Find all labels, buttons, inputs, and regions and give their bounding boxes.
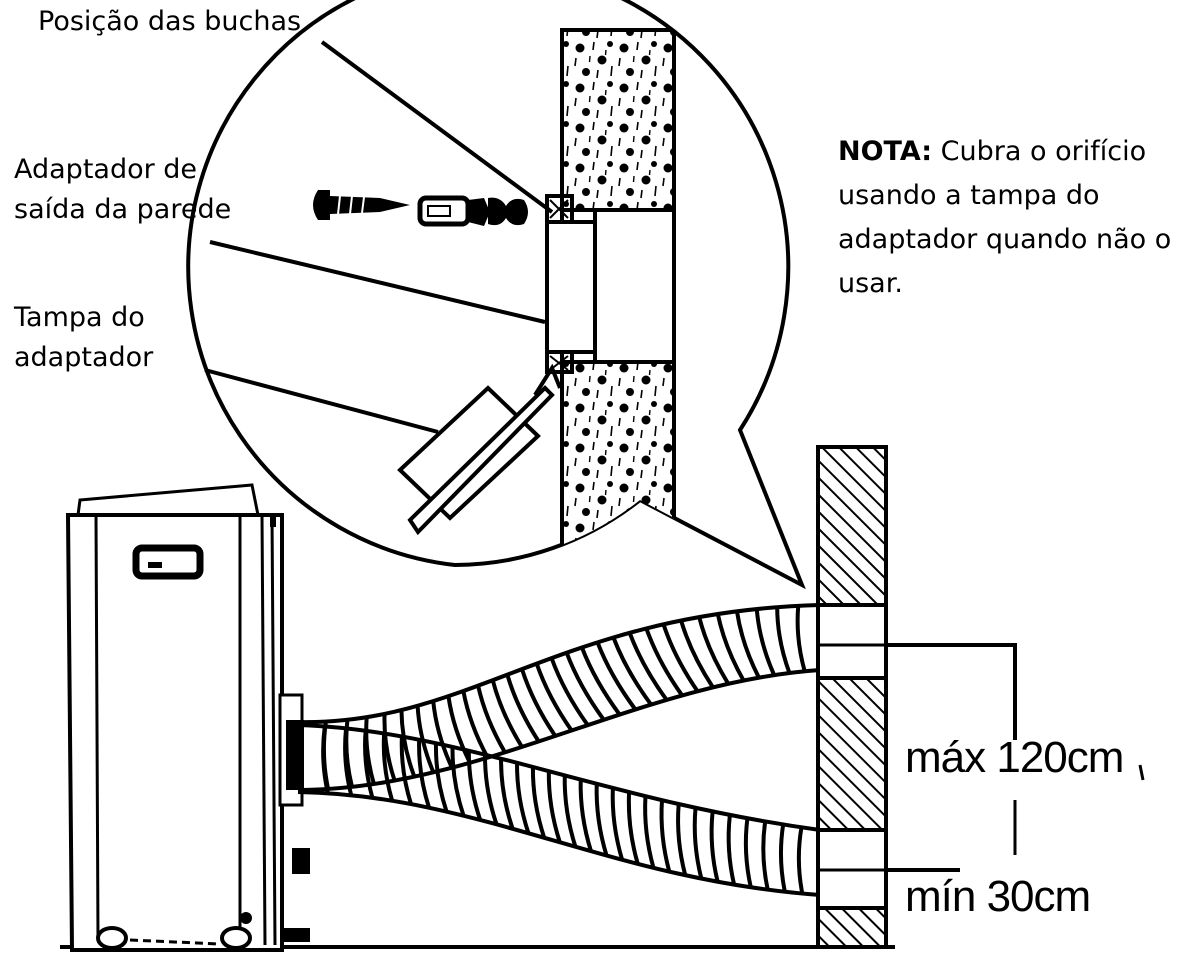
wall-opening-upper <box>816 603 888 680</box>
hose-rib <box>343 728 354 796</box>
concrete-wall-top <box>560 28 676 212</box>
hose-rib <box>450 746 466 817</box>
leader-lines <box>204 40 554 434</box>
hose-rib <box>626 792 640 865</box>
hose-rib <box>546 771 562 843</box>
label-adaptador-line2: saída da parede <box>14 194 232 225</box>
hose-rib <box>364 717 376 785</box>
hose-rib <box>433 743 449 813</box>
hose-rib <box>676 803 688 876</box>
label-tampa-line2: adaptador <box>14 342 154 373</box>
hose-rib <box>381 733 395 802</box>
hose-rib <box>363 730 375 799</box>
note-line-4: usar. <box>838 268 903 299</box>
hose-rib <box>382 713 397 782</box>
hose-rib <box>761 821 770 891</box>
hose-rib <box>709 811 720 883</box>
hose-rib <box>661 623 700 693</box>
label-tampa-line1: Tampa do <box>14 302 145 333</box>
hose-ribs <box>321 605 807 894</box>
hose-rib <box>415 705 436 774</box>
concrete-wall-bottom <box>560 360 676 584</box>
hose-rib <box>564 652 606 721</box>
hose-rib <box>490 679 524 748</box>
ac-unit <box>65 483 310 952</box>
hose-rib <box>795 605 807 672</box>
dimension-min: mín 30cm <box>905 872 1091 921</box>
hose-rib <box>644 627 684 697</box>
hose-rib <box>466 750 483 821</box>
note-block: NOTA: Cubra o orifício usando a tampa do… <box>838 130 1188 306</box>
hose-rib <box>578 779 593 852</box>
hose-rib <box>734 610 761 679</box>
hose-rib <box>399 736 413 805</box>
hose-rib <box>321 726 330 794</box>
label-buchas: Posição das buchas <box>38 6 302 37</box>
hose-rib <box>431 700 454 769</box>
hose-rib <box>692 807 704 880</box>
hose-rib <box>549 657 590 727</box>
detail-magnifier <box>186 0 806 590</box>
hose-rib <box>483 754 499 825</box>
hose-rib <box>627 632 669 702</box>
hose-rib <box>595 641 638 711</box>
hose-rib <box>476 685 507 754</box>
hose-rib <box>726 814 737 886</box>
hose-rib <box>515 762 531 834</box>
dimension-max: máx 120cm <box>905 733 1124 782</box>
hose-rib <box>520 668 557 738</box>
hose-rib <box>743 818 753 888</box>
hose-rib <box>679 619 715 689</box>
leader-adaptador <box>209 240 546 324</box>
hose-rib <box>399 710 417 778</box>
wall-plug-icon <box>417 195 528 227</box>
hose-rib <box>534 662 574 732</box>
hose-rib <box>775 607 792 674</box>
note-line-1: NOTA: Cubra o orifício <box>838 130 1188 174</box>
screw-icon <box>313 190 410 220</box>
exhaust-hose-lower <box>297 723 821 897</box>
note-line-3: adaptador quando não o <box>838 224 1172 255</box>
hose-rib <box>643 796 656 869</box>
hose-rib <box>796 827 805 894</box>
hose-rib <box>611 636 653 706</box>
adapter-cap <box>397 363 562 536</box>
hose-rib <box>594 783 609 857</box>
hose-rib <box>505 674 541 743</box>
note-text-1: Cubra o orifício <box>932 136 1147 167</box>
hose-rib <box>580 646 622 716</box>
hose-rib <box>499 758 515 830</box>
label-adaptador-line1: Adaptador de <box>14 154 198 185</box>
hose-rib <box>461 690 490 759</box>
wall-outlet-adapter <box>545 220 597 354</box>
note-prefix: NOTA: <box>838 136 933 167</box>
hose-rib <box>659 800 672 873</box>
hose-rib <box>417 739 431 809</box>
hose-rib <box>715 613 746 682</box>
hose-rib <box>610 787 625 861</box>
leader-tampa <box>204 368 439 434</box>
dimension-lines <box>886 643 1145 872</box>
hose-rib <box>530 766 547 839</box>
hose-rib <box>754 608 776 676</box>
hose-rib <box>562 775 578 848</box>
note-line-2: usando a tampa do <box>838 180 1100 211</box>
leader-buchas <box>320 40 554 214</box>
handle-slot <box>132 544 204 580</box>
wall <box>816 445 888 949</box>
hose-rib <box>778 824 787 893</box>
hose-rib <box>697 616 730 685</box>
